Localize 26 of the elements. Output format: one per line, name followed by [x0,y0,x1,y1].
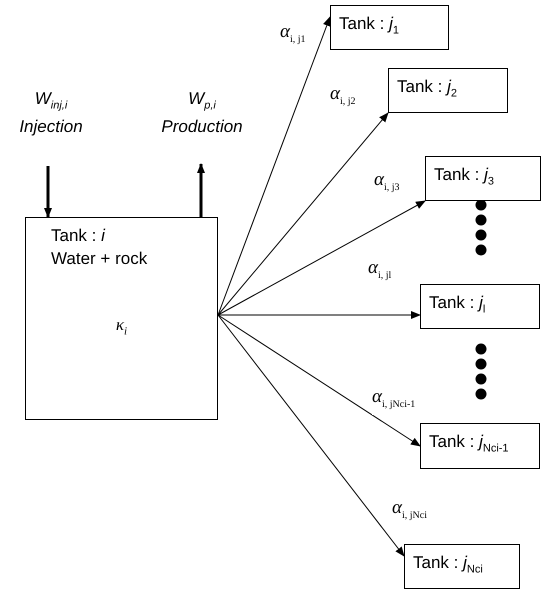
tank-box [330,5,449,50]
tank-box [25,217,218,420]
arrow [218,112,389,316]
tank-text: Tank : j$_{Nci-1}$ [429,431,510,456]
tank-text: Tank : i [51,225,106,247]
arrow [218,314,405,557]
arrow [218,200,426,316]
arrow [218,311,421,319]
tank-box [420,284,540,329]
arrow [44,166,52,218]
tank-text: Water + rock [51,248,148,270]
arrow [197,163,205,217]
flow-label: W$_{inj,i}$ Injection [8,88,94,138]
flow-label: W$_{p,i}$ Production [148,88,256,138]
tank-text: Tank : j$_{2}$ [397,76,458,102]
tank-text: Tank : j$_{l}$ [429,292,486,318]
tank-text: Tank : j$_{1}$ [339,13,400,38]
tank-box [404,544,520,589]
tank-box [388,68,508,113]
tank-text: Tank : j$_{Nci}$ [413,552,484,578]
arrow [218,314,421,447]
tank-text: κ$_{i}$ [114,314,128,340]
tank-box [420,423,540,469]
arrow [218,16,331,316]
tank-box [425,156,541,201]
tank-text: Tank : j$_{3}$ [434,164,495,190]
